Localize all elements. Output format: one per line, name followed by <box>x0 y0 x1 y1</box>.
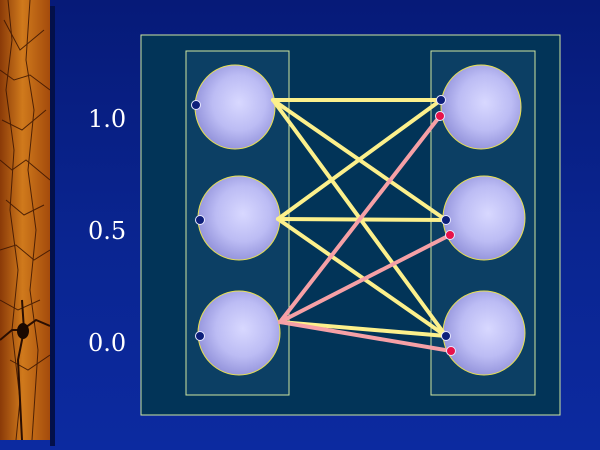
row-label-3: 0.0 <box>88 329 127 357</box>
neuron-texture-strip <box>0 0 50 440</box>
inhibitory-synapse-o1 <box>435 111 445 121</box>
inhibitory-synapse-o2 <box>445 230 455 240</box>
input-neuron-1 <box>194 64 276 150</box>
input-neuron-3 <box>197 290 281 376</box>
excitatory-synapse-o1 <box>436 95 446 105</box>
excitatory-connection-i2-o1 <box>276 98 443 221</box>
excitatory-connection-i2-o3 <box>276 217 448 338</box>
output-neuron-3 <box>442 290 526 376</box>
input-terminal-i2 <box>195 215 205 225</box>
output-neuron-1 <box>440 64 522 150</box>
row-label-1: 1.0 <box>88 105 127 133</box>
inhibitory-connection-i3-o3 <box>278 320 453 353</box>
output-neuron-2 <box>442 175 526 261</box>
input-neuron-2 <box>197 175 281 261</box>
excitatory-connection-i3-o3 <box>278 320 448 338</box>
input-terminal-i3 <box>195 331 205 341</box>
strip-shadow <box>50 6 55 446</box>
excitatory-synapse-o3 <box>441 331 451 341</box>
inhibitory-synapse-o3 <box>446 346 456 356</box>
inhibitory-connection-i3-o2 <box>278 233 452 324</box>
excitatory-synapse-o2 <box>441 215 451 225</box>
row-label-2: 0.5 <box>88 217 127 245</box>
input-terminal-i1 <box>191 100 201 110</box>
inhibitory-connection-i3-o1 <box>278 114 442 324</box>
